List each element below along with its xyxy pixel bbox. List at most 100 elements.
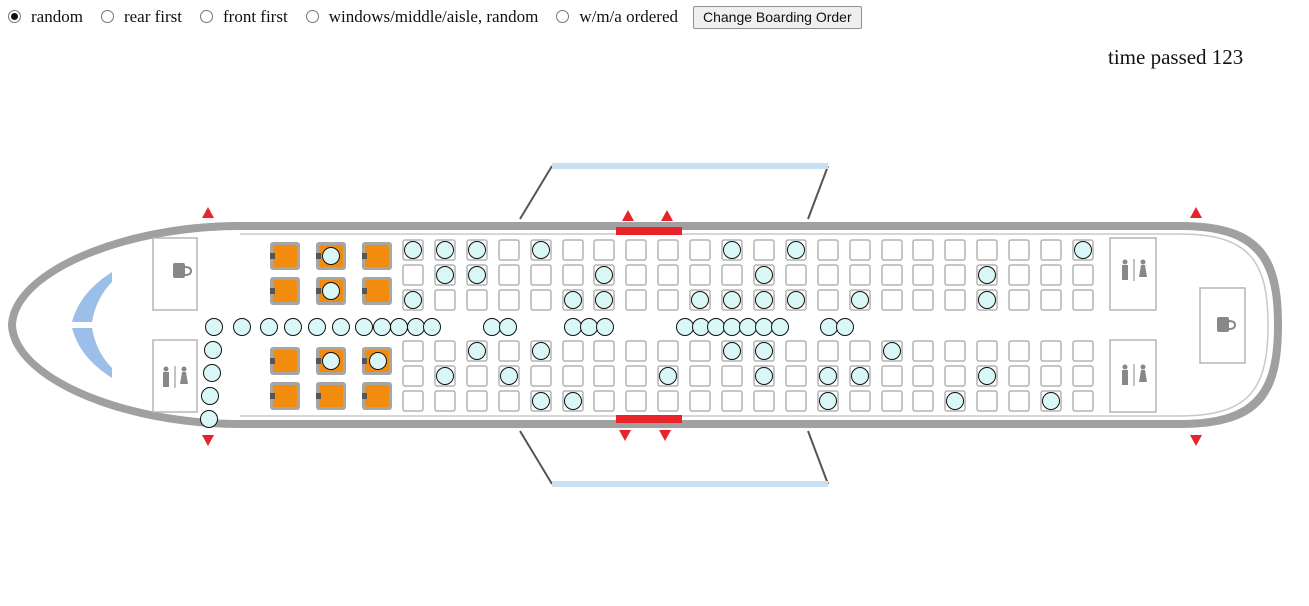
passenger-icon bbox=[676, 318, 694, 336]
upper-wing-leading-edge bbox=[519, 165, 553, 220]
passenger-icon bbox=[436, 266, 454, 284]
passenger-icon bbox=[820, 318, 838, 336]
economy-seat bbox=[498, 264, 520, 286]
passenger-icon bbox=[404, 291, 422, 309]
option-wma-random[interactable]: windows/middle/aisle, random bbox=[305, 7, 538, 27]
economy-seat bbox=[912, 365, 934, 387]
passenger-icon bbox=[1042, 392, 1060, 410]
passenger-icon bbox=[233, 318, 251, 336]
option-front-first[interactable]: front first bbox=[200, 7, 288, 27]
passenger-icon bbox=[373, 318, 391, 336]
option-front-first-label: front first bbox=[223, 7, 288, 26]
passenger-icon bbox=[723, 241, 741, 259]
economy-seat bbox=[849, 340, 871, 362]
economy-seat bbox=[785, 264, 807, 286]
radio-front-first[interactable] bbox=[200, 9, 213, 23]
option-wma-ordered[interactable]: w/m/a ordered bbox=[556, 7, 678, 27]
rear-restroom-top-box bbox=[1109, 237, 1157, 311]
economy-seat bbox=[402, 264, 424, 286]
radio-rear-first[interactable] bbox=[100, 9, 114, 23]
economy-seat bbox=[721, 264, 743, 286]
passenger-icon bbox=[201, 387, 219, 405]
radio-random[interactable] bbox=[8, 9, 21, 23]
economy-seat bbox=[625, 365, 647, 387]
passenger-icon bbox=[755, 318, 773, 336]
economy-seat bbox=[625, 390, 647, 412]
passenger-icon bbox=[332, 318, 350, 336]
economy-seat bbox=[689, 239, 711, 261]
passenger-icon bbox=[755, 266, 773, 284]
economy-seat bbox=[1008, 365, 1030, 387]
passenger-icon bbox=[851, 367, 869, 385]
passenger-icon bbox=[407, 318, 425, 336]
economy-seat bbox=[593, 390, 615, 412]
exit-arrow-icon bbox=[1190, 435, 1202, 446]
radio-wma-random[interactable] bbox=[305, 9, 319, 23]
economy-seat bbox=[689, 264, 711, 286]
economy-seat bbox=[657, 264, 679, 286]
radio-wma-ordered[interactable] bbox=[556, 9, 570, 23]
economy-seat bbox=[721, 365, 743, 387]
economy-seat bbox=[562, 264, 584, 286]
economy-seat bbox=[562, 239, 584, 261]
economy-seat bbox=[817, 340, 839, 362]
first-class-seat bbox=[362, 382, 392, 410]
economy-seat bbox=[434, 289, 456, 311]
restroom-icon bbox=[163, 366, 188, 388]
economy-seat bbox=[849, 264, 871, 286]
passenger-icon bbox=[436, 367, 454, 385]
passenger-icon bbox=[200, 410, 218, 428]
passenger-icon bbox=[203, 364, 221, 382]
exit-arrow-icon bbox=[202, 207, 214, 218]
economy-seat bbox=[1072, 264, 1094, 286]
upper-wing-trailing-edge bbox=[807, 165, 829, 220]
economy-seat bbox=[849, 239, 871, 261]
passenger-icon bbox=[308, 318, 326, 336]
economy-seat bbox=[498, 390, 520, 412]
economy-seat bbox=[944, 264, 966, 286]
lower-wing-tip bbox=[552, 481, 828, 487]
change-boarding-order-button[interactable]: Change Boarding Order bbox=[692, 5, 862, 29]
passenger-icon bbox=[423, 318, 441, 336]
economy-seat bbox=[562, 340, 584, 362]
economy-seat bbox=[785, 365, 807, 387]
boarding-order-controls: random rear first front first windows/mi… bbox=[8, 5, 862, 29]
economy-seat bbox=[881, 365, 903, 387]
passenger-icon bbox=[978, 367, 996, 385]
option-rear-first[interactable]: rear first bbox=[100, 7, 182, 27]
economy-seat bbox=[625, 289, 647, 311]
lower-wing-leading-edge bbox=[519, 430, 553, 485]
passenger-icon bbox=[723, 318, 741, 336]
economy-seat bbox=[881, 390, 903, 412]
first-class-seat bbox=[270, 277, 300, 305]
economy-seat bbox=[498, 340, 520, 362]
economy-seat bbox=[817, 239, 839, 261]
economy-seat bbox=[1008, 264, 1030, 286]
economy-seat bbox=[625, 239, 647, 261]
exit-arrow-icon bbox=[1190, 207, 1202, 218]
passenger-icon bbox=[978, 291, 996, 309]
economy-seat bbox=[657, 239, 679, 261]
passenger-icon bbox=[369, 352, 387, 370]
option-random[interactable]: random bbox=[8, 7, 83, 27]
passenger-icon bbox=[851, 291, 869, 309]
passenger-icon bbox=[946, 392, 964, 410]
fuselage-inner-line bbox=[240, 233, 1269, 417]
exit-arrow-icon bbox=[202, 435, 214, 446]
economy-seat bbox=[434, 390, 456, 412]
passenger-icon bbox=[468, 342, 486, 360]
overwing-exit-bottom bbox=[616, 415, 682, 423]
economy-seat bbox=[498, 289, 520, 311]
economy-seat bbox=[1040, 264, 1062, 286]
passenger-icon bbox=[322, 352, 340, 370]
passenger-icon bbox=[284, 318, 302, 336]
economy-seat bbox=[689, 390, 711, 412]
passenger-icon bbox=[483, 318, 501, 336]
passenger-icon bbox=[596, 318, 614, 336]
economy-seat bbox=[881, 264, 903, 286]
restroom-icon bbox=[1122, 259, 1147, 281]
passenger-icon bbox=[532, 342, 550, 360]
passenger-icon bbox=[564, 318, 582, 336]
economy-seat bbox=[912, 289, 934, 311]
economy-seat bbox=[753, 390, 775, 412]
